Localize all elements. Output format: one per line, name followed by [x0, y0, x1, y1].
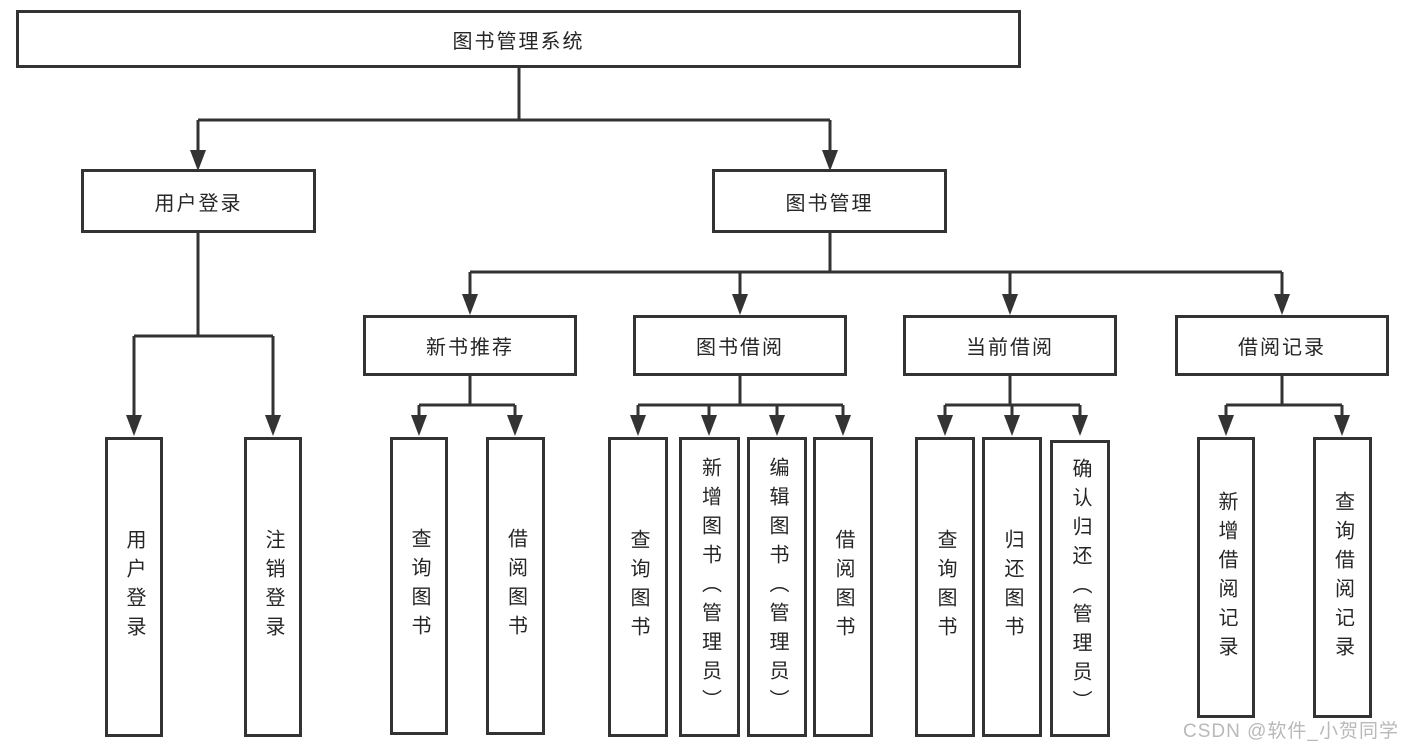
connector-root-to-level2: [190, 68, 838, 171]
connector-records-to-leaves: [1218, 376, 1350, 436]
leaf-label: 归还图书: [1001, 529, 1023, 645]
node-book-management: 图书管理: [712, 169, 947, 233]
node-new-book-recommendation: 新书推荐: [363, 315, 577, 376]
leaf-label: 借阅图书: [832, 529, 854, 645]
node-book-borrowing: 图书借阅: [633, 315, 847, 376]
node-root: 图书管理系统: [16, 10, 1021, 68]
node-leaf-bb-add-books: 新增图书（管理员）: [679, 437, 740, 737]
node-leaf-cb-return-books: 归还图书: [982, 437, 1042, 737]
leaf-label: 用户登录: [123, 529, 145, 645]
node-borrowing-records: 借阅记录: [1175, 315, 1389, 376]
node-leaf-cb-confirm-return: 确认归还（管理员）: [1050, 440, 1110, 737]
node-leaf-nbr-query-books: 查询图书: [390, 437, 448, 735]
node-leaf-nbr-borrow-books: 借阅图书: [486, 437, 545, 735]
node-leaf-cb-query-books: 查询图书: [915, 437, 975, 737]
node-leaf-br-add-record: 新增借阅记录: [1197, 437, 1255, 718]
leaf-label: 新增借阅记录: [1215, 490, 1237, 665]
node-leaf-bb-edit-books: 编辑图书（管理员）: [747, 437, 807, 737]
leaf-label: 查询图书: [627, 529, 649, 645]
connector-bookborrow-to-leaves: [630, 376, 851, 436]
leaf-label: 查询图书: [408, 528, 430, 644]
leaf-label: 查询图书: [934, 529, 956, 645]
node-leaf-bb-borrow-books: 借阅图书: [813, 437, 873, 737]
node-leaf-logout: 注销登录: [244, 437, 302, 737]
node-leaf-user-login: 用户登录: [105, 437, 163, 737]
node-user-login-group: 用户登录: [81, 169, 316, 233]
leaf-label: 借阅图书: [504, 528, 527, 644]
leaf-label: 新增图书（管理员）: [698, 456, 721, 718]
node-current-borrowing: 当前借阅: [903, 315, 1117, 376]
csdn-watermark: CSDN @软件_小贺同学: [1183, 721, 1399, 742]
connector-userlogin-to-leaves: [126, 233, 281, 436]
leaf-label: 确认归还（管理员）: [1069, 458, 1091, 719]
node-leaf-br-query-record: 查询借阅记录: [1313, 437, 1372, 718]
leaf-label: 编辑图书（管理员）: [766, 456, 788, 718]
node-leaf-bb-query-books: 查询图书: [608, 437, 668, 737]
connector-currentborrow-to-leaves: [937, 376, 1088, 436]
connector-newbook-to-leaves: [411, 376, 523, 436]
leaf-label: 注销登录: [262, 529, 284, 645]
connector-bookmgmt-to-level3: [462, 233, 1290, 315]
leaf-label: 查询借阅记录: [1331, 490, 1354, 665]
